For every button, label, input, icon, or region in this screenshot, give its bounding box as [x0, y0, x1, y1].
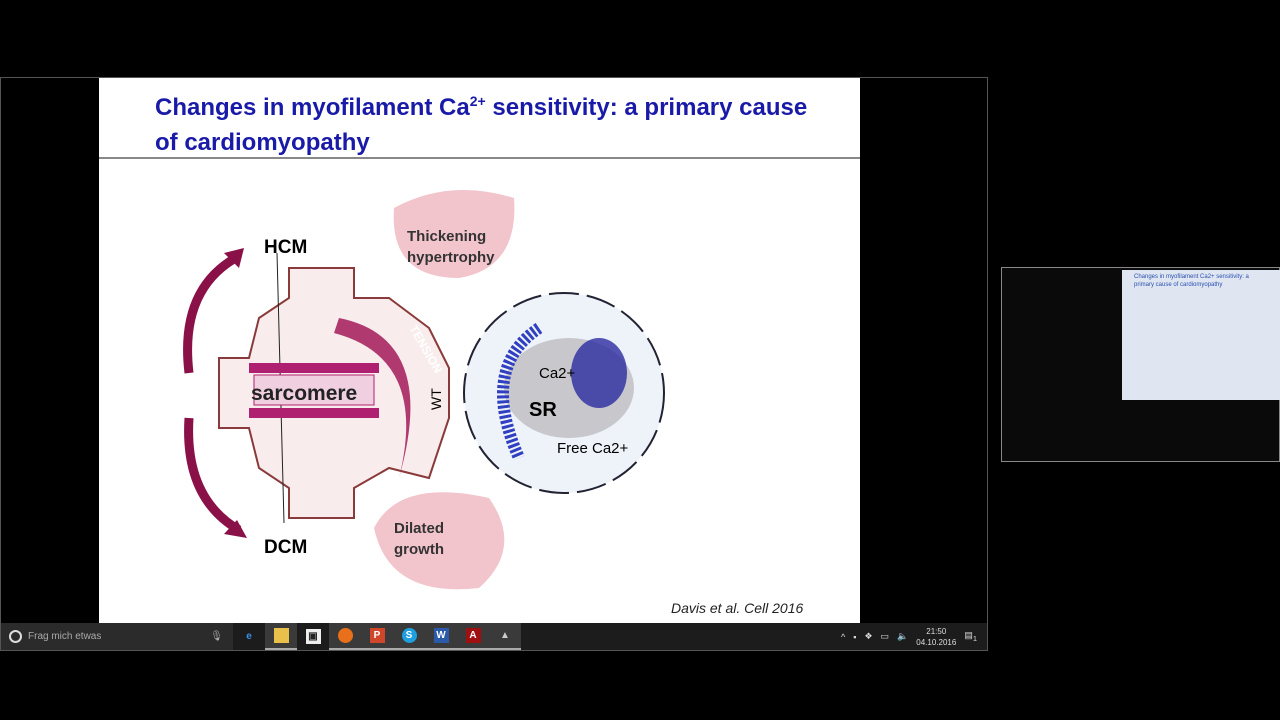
store-icon[interactable]: ▣ [297, 623, 329, 650]
cardiomyopathy-diagram: HCM DCM sarcomere TENSION WT Thickening … [183, 190, 665, 590]
firefox-icon[interactable] [329, 623, 361, 650]
camera-feed: Changes in myofilament Ca2+ sensitivity:… [1001, 267, 1280, 462]
file-explorer-icon[interactable] [265, 623, 297, 650]
title-text-2: sensitivity: a primary cause of cardiomy… [155, 94, 808, 156]
date: 04.10.2016 [916, 637, 957, 647]
powerpoint-icon[interactable]: P [361, 623, 393, 650]
ca-cluster [571, 338, 627, 408]
arrow-up-head [224, 248, 244, 268]
edge-icon[interactable]: e [246, 631, 252, 642]
volume-icon[interactable]: 🔈 [897, 631, 909, 641]
title-divider [99, 157, 860, 159]
chevron-up-icon[interactable]: ^ [841, 631, 846, 642]
dcm-label: DCM [264, 537, 307, 558]
acrobat-icon[interactable]: A [457, 623, 489, 650]
wt-label: WT [428, 388, 444, 410]
time: 21:50 [926, 626, 947, 636]
sarcomere-icon [249, 363, 379, 418]
hypertrophy-heart [393, 190, 515, 278]
notification-count: 1 [972, 633, 977, 643]
notifications-icon[interactable]: ▤1 [964, 630, 977, 643]
skype-icon[interactable]: S [393, 623, 425, 650]
title-sup: 2+ [469, 93, 486, 109]
title-text: Changes in myofilament Ca [155, 94, 470, 121]
dilated-label: Dilated [394, 520, 444, 537]
slide: Changes in myofilament Ca2+ sensitivity:… [99, 78, 860, 624]
projected-screen: Changes in myofilament Ca2+ sensitivity:… [1122, 270, 1280, 400]
free-ca-arc [497, 323, 543, 461]
free-ca-label: Free Ca2+ [557, 440, 629, 457]
growth-label: growth [394, 541, 444, 558]
word-icon[interactable]: W [425, 623, 457, 650]
hypertrophy-label: hypertrophy [407, 249, 495, 266]
projected-title: Changes in myofilament Ca2+ sensitivity:… [1134, 274, 1249, 288]
dropbox-icon[interactable]: ❖ [864, 631, 873, 641]
search-box[interactable]: Frag mich etwas 🎙 [1, 623, 233, 650]
battery-icon[interactable]: ▭ [880, 631, 890, 641]
arrow-up [183, 252, 242, 374]
sarcomere-label: sarcomere [251, 382, 357, 405]
ca-label: Ca2+ [539, 365, 576, 382]
cortana-icon [9, 630, 22, 643]
network-icon[interactable]: ▪ [853, 631, 857, 642]
app-icon[interactable]: ▲ [489, 623, 521, 650]
microphone-icon[interactable]: 🎙 [210, 631, 223, 642]
thickening-label: Thickening [407, 228, 486, 245]
arrow-down-head [224, 520, 247, 538]
taskbar: Frag mich etwas 🎙 e ▣ P S W A ▲ ^ ▪ ❖ ▭ 🔈… [1, 623, 987, 650]
citation: Davis et al. Cell 2016 [671, 600, 804, 616]
slide-title: Changes in myofilament Ca2+ sensitivity:… [155, 84, 835, 160]
hcm-label: HCM [264, 237, 307, 258]
dilated-heart [374, 492, 505, 590]
search-placeholder: Frag mich etwas [28, 631, 102, 642]
tension-arrow [334, 318, 411, 478]
sr-label: SR [529, 399, 557, 421]
arrow-down [184, 417, 242, 534]
